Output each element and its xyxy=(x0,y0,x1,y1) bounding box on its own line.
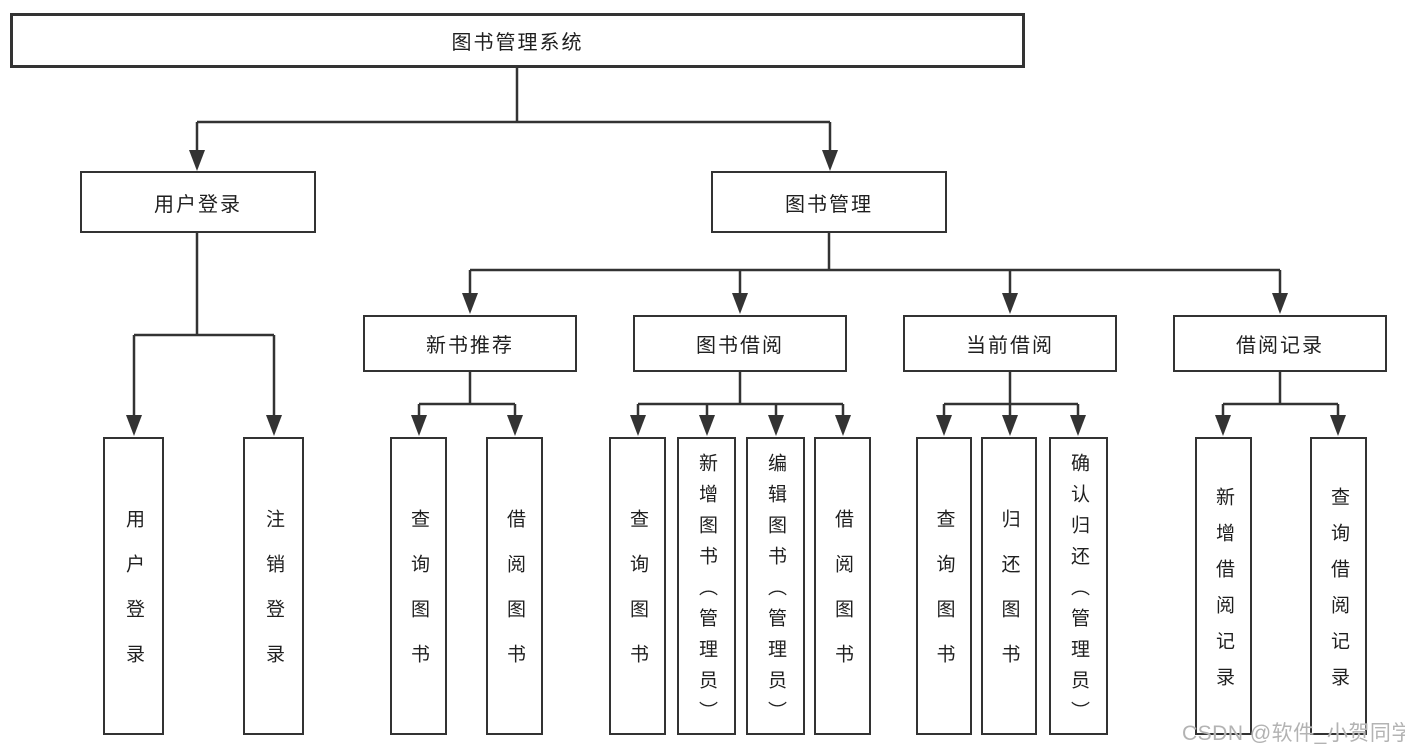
node-label: 新增图书（管理员） xyxy=(696,452,717,732)
leaf-add-books-admin: 新增图书（管理员） xyxy=(677,437,736,735)
leaf-add-borrow-record: 新增借阅记录 xyxy=(1195,437,1252,735)
node-label: 图书借阅 xyxy=(696,335,784,357)
node-book-borrow: 图书借阅 xyxy=(633,315,847,372)
node-label: 注销登录 xyxy=(263,509,284,689)
node-label: 用户登录 xyxy=(123,509,144,689)
node-borrow-records: 借阅记录 xyxy=(1173,315,1387,372)
node-label: 查询借阅记录 xyxy=(1328,486,1349,703)
node-label: 归还图书 xyxy=(998,509,1020,689)
leaf-query-books-borrow: 查询图书 xyxy=(609,437,666,735)
node-label: 确认归还（管理员） xyxy=(1068,452,1089,732)
leaf-borrow-books-recommend: 借阅图书 xyxy=(486,437,543,735)
leaf-return-books: 归还图书 xyxy=(981,437,1037,735)
node-label: 借阅记录 xyxy=(1236,335,1324,357)
node-user-login: 用户登录 xyxy=(80,171,316,233)
node-label: 编辑图书（管理员） xyxy=(765,452,786,732)
node-new-book-recommend: 新书推荐 xyxy=(363,315,577,372)
node-label: 借阅图书 xyxy=(832,509,853,689)
node-label: 查询图书 xyxy=(408,509,429,689)
leaf-edit-books-admin: 编辑图书（管理员） xyxy=(746,437,805,735)
node-label: 新增借阅记录 xyxy=(1213,486,1234,703)
node-label: 新书推荐 xyxy=(426,335,514,357)
node-label: 查询图书 xyxy=(933,509,955,689)
node-label: 借阅图书 xyxy=(504,509,525,689)
leaf-logout: 注销登录 xyxy=(243,437,304,735)
leaf-query-books-recommend: 查询图书 xyxy=(390,437,447,735)
node-label: 查询图书 xyxy=(627,509,648,689)
leaf-query-borrow-record: 查询借阅记录 xyxy=(1310,437,1367,735)
node-label: 图书管理 xyxy=(785,193,873,216)
leaf-confirm-return-admin: 确认归还（管理员） xyxy=(1049,437,1108,735)
node-label: 用户登录 xyxy=(154,193,242,216)
node-book-management-system: 图书管理系统 xyxy=(10,13,1025,68)
csdn-watermark: CSDN @软件_小贺同学 xyxy=(1182,722,1405,745)
node-current-borrow: 当前借阅 xyxy=(903,315,1117,372)
node-book-management: 图书管理 xyxy=(711,171,947,233)
node-label: 图书管理系统 xyxy=(451,32,584,54)
leaf-user-login: 用户登录 xyxy=(103,437,164,735)
leaf-borrow-books: 借阅图书 xyxy=(814,437,871,735)
leaf-query-books-current: 查询图书 xyxy=(916,437,972,735)
node-label: 当前借阅 xyxy=(966,335,1054,357)
